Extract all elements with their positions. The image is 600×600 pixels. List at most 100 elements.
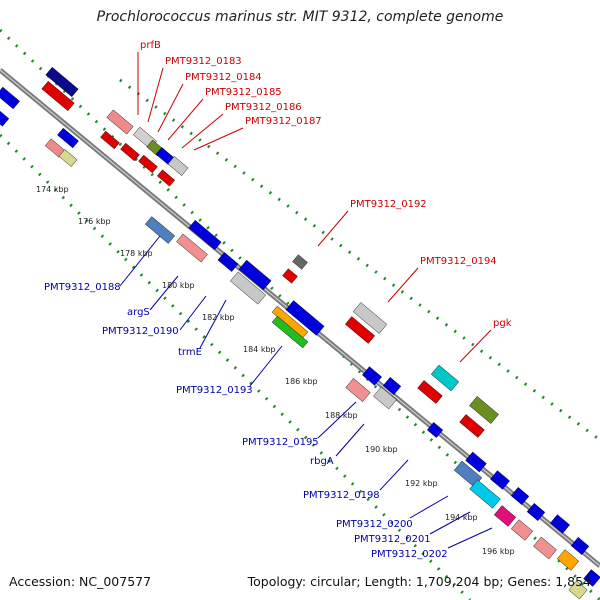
gene-block bbox=[493, 505, 517, 527]
gene-block bbox=[533, 536, 557, 560]
red-gene-label: PMT9312_0184 bbox=[185, 72, 262, 83]
gene-block bbox=[167, 156, 189, 176]
blue-leader bbox=[335, 423, 365, 457]
blue-gene-label: PMT9312_0190 bbox=[102, 326, 179, 337]
blue-leader bbox=[179, 295, 207, 331]
blue-gene-label: PMT9312_0201 bbox=[354, 534, 431, 545]
blue-gene-label: rbgA bbox=[310, 456, 334, 467]
gene-block bbox=[0, 105, 10, 127]
topology-text: Topology: circular; Length: 1,709,204 bp… bbox=[247, 574, 591, 589]
kbp-label: 182 kbp bbox=[202, 313, 235, 322]
blue-gene-label: argS bbox=[127, 307, 150, 318]
gene-block bbox=[145, 216, 175, 244]
blue-leader bbox=[249, 345, 283, 387]
kbp-label: 196 kbp bbox=[482, 547, 515, 556]
gene-block bbox=[570, 537, 590, 555]
kbp-label: 192 kbp bbox=[405, 479, 438, 488]
red-leader bbox=[317, 210, 349, 247]
gene-block bbox=[188, 219, 222, 251]
gene-block bbox=[285, 300, 325, 336]
tick-rail bbox=[119, 78, 600, 442]
red-leader bbox=[181, 113, 224, 149]
gene-block bbox=[106, 109, 134, 135]
blue-leader bbox=[409, 495, 449, 519]
gene-block bbox=[345, 378, 371, 402]
red-leader bbox=[193, 127, 244, 151]
kbp-label: 174 kbp bbox=[36, 185, 69, 194]
kbp-label: 194 kbp bbox=[445, 513, 478, 522]
kbp-label: 188 kbp bbox=[325, 411, 358, 420]
red-leader bbox=[387, 267, 419, 303]
map-title: Prochlorococcus marinus str. MIT 9312, c… bbox=[96, 9, 504, 25]
accession-text: Accession: NC_007577 bbox=[9, 574, 152, 589]
blue-leader bbox=[119, 235, 161, 287]
red-gene-label: prfB bbox=[140, 40, 161, 51]
blue-gene-label: PMT9312_0195 bbox=[242, 437, 319, 448]
blue-gene-label: PMT9312_0193 bbox=[176, 385, 253, 396]
blue-gene-label: PMT9312_0188 bbox=[44, 282, 121, 293]
red-gene-label: PMT9312_0187 bbox=[245, 116, 322, 127]
gene-block bbox=[459, 414, 485, 438]
kbp-label: 178 kbp bbox=[120, 249, 153, 258]
gene-block bbox=[469, 479, 501, 509]
kbp-label: 180 kbp bbox=[162, 281, 195, 290]
gene-block bbox=[510, 519, 534, 541]
gene-block bbox=[510, 487, 530, 505]
gene-block bbox=[271, 315, 309, 349]
tick-rail bbox=[0, 133, 472, 600]
gene-block bbox=[217, 252, 239, 272]
red-gene-label: pgk bbox=[493, 318, 512, 329]
gene-block bbox=[0, 86, 20, 110]
gene-block bbox=[583, 569, 600, 587]
gene-block bbox=[282, 268, 298, 284]
gene-block bbox=[45, 66, 79, 98]
gene-block bbox=[292, 254, 308, 270]
red-gene-label: PMT9312_0183 bbox=[165, 56, 242, 67]
gene-block bbox=[345, 316, 375, 344]
gene-labels: prfBPMT9312_0183PMT9312_0184PMT9312_0185… bbox=[44, 40, 512, 560]
gene-block bbox=[176, 233, 208, 263]
blue-gene-label: PMT9312_0202 bbox=[371, 549, 448, 560]
kbp-label: 184 kbp bbox=[243, 345, 276, 354]
gene-block bbox=[526, 503, 546, 521]
gene-block bbox=[230, 271, 266, 305]
gene-block bbox=[157, 169, 175, 187]
blue-leader bbox=[199, 299, 227, 349]
gene-block bbox=[238, 259, 272, 291]
gene-block bbox=[100, 130, 120, 150]
gene-block bbox=[58, 149, 78, 167]
gene-block bbox=[120, 142, 140, 162]
red-leader bbox=[147, 67, 164, 123]
blue-leader bbox=[447, 527, 493, 549]
blue-gene-label: PMT9312_0198 bbox=[303, 490, 380, 501]
blue-leader bbox=[149, 275, 179, 311]
gene-block bbox=[373, 386, 397, 410]
gene-block bbox=[41, 80, 75, 112]
gene-features bbox=[0, 66, 600, 600]
gene-block bbox=[568, 580, 588, 600]
dotted-tick-rails bbox=[0, 28, 600, 600]
gene-block bbox=[362, 366, 382, 386]
red-gene-label: PMT9312_0186 bbox=[225, 102, 302, 113]
gene-block bbox=[138, 154, 158, 174]
red-leader bbox=[157, 83, 184, 133]
gene-block bbox=[57, 127, 79, 149]
gene-block bbox=[430, 364, 460, 392]
red-gene-label: PMT9312_0192 bbox=[350, 199, 427, 210]
gene-block bbox=[382, 377, 402, 395]
red-leader bbox=[167, 98, 204, 141]
label-leaders bbox=[119, 52, 493, 549]
gene-block bbox=[465, 451, 487, 473]
blue-gene-label: PMT9312_0200 bbox=[336, 519, 413, 530]
blue-gene-label: trmE bbox=[178, 347, 202, 358]
kbp-label: 186 kbp bbox=[285, 377, 318, 386]
gene-block bbox=[417, 380, 443, 404]
gene-block bbox=[426, 422, 444, 438]
gene-block bbox=[469, 396, 499, 424]
kbp-label: 190 kbp bbox=[365, 445, 398, 454]
gene-block bbox=[352, 302, 388, 334]
blue-leader bbox=[379, 459, 409, 491]
red-gene-label: PMT9312_0194 bbox=[420, 256, 497, 267]
